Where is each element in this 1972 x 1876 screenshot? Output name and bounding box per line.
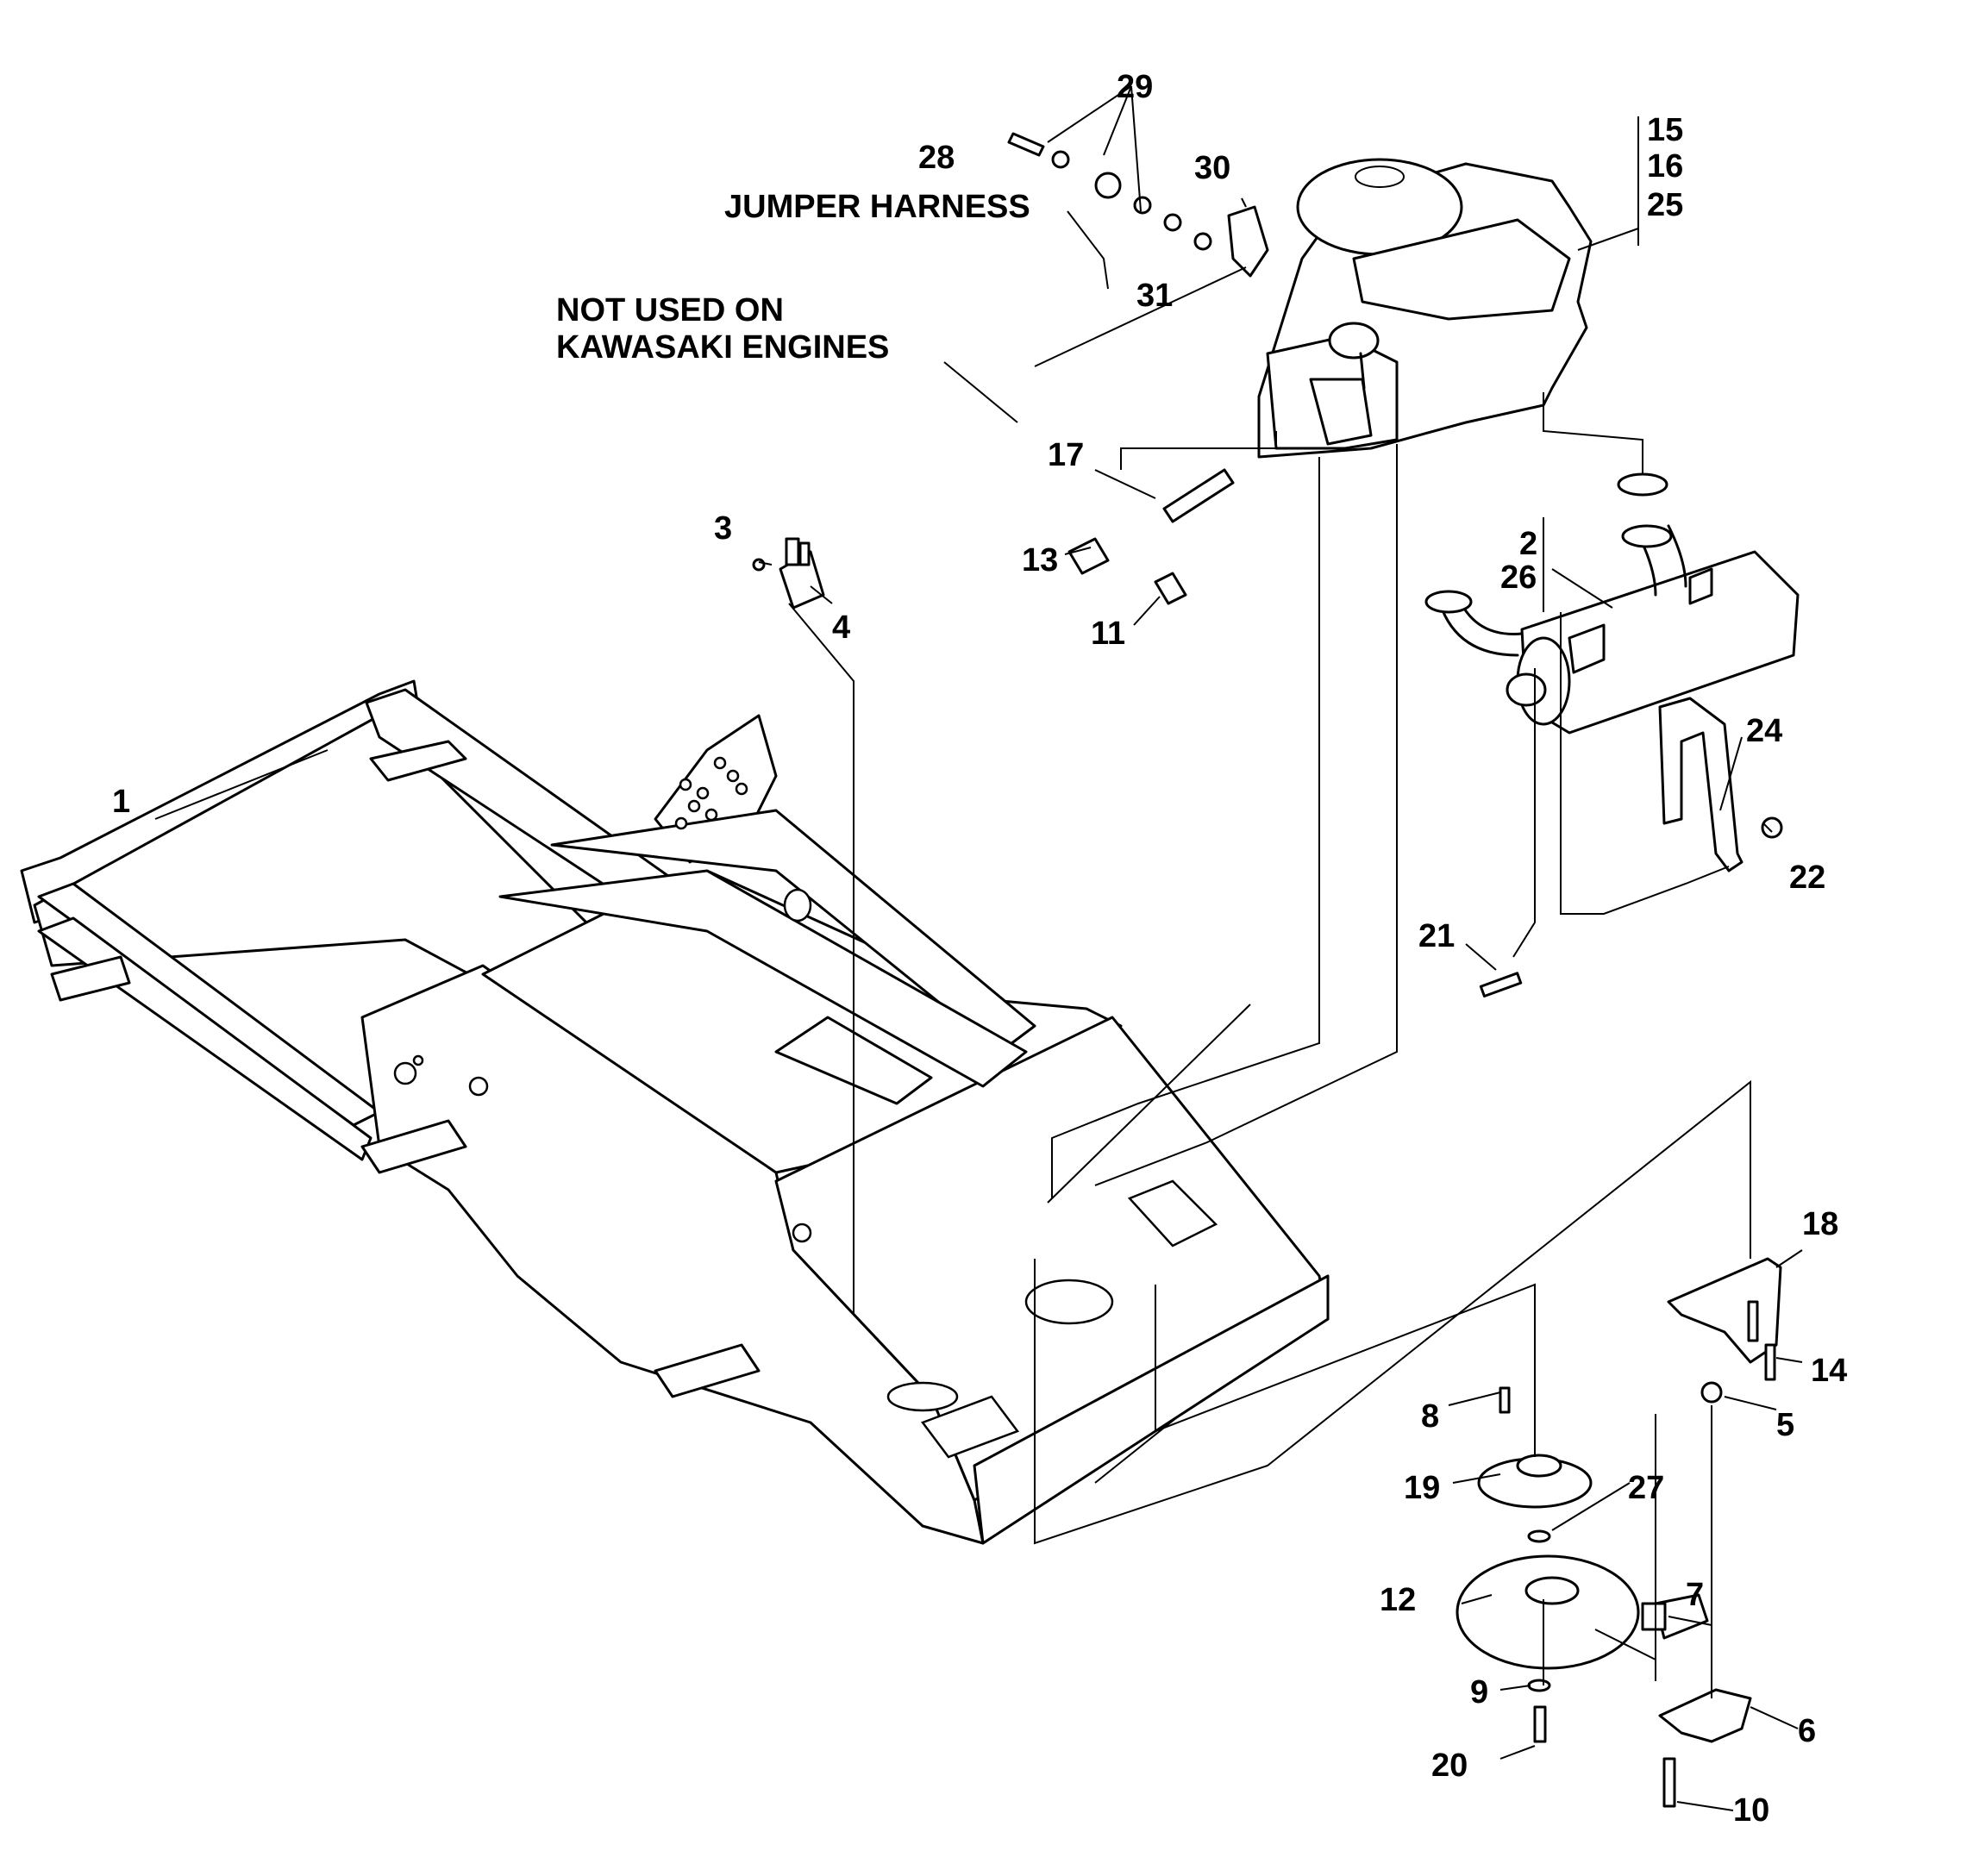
callout-17: 17 (1048, 437, 1084, 473)
callout-numbers: 1 2 26 3 4 5 6 7 8 9 10 11 12 13 14 15 1… (112, 69, 1847, 1829)
callout-14: 14 (1811, 1353, 1847, 1389)
callout-19: 19 (1404, 1470, 1440, 1506)
fuel-line-parts (1067, 468, 1235, 605)
callout-12: 12 (1380, 1582, 1416, 1618)
callout-1: 1 (112, 784, 130, 820)
callout-7: 7 (1686, 1577, 1704, 1613)
clutch-assembly (1456, 1257, 1782, 1808)
callout-31: 31 (1136, 278, 1173, 314)
callout-4: 4 (832, 610, 850, 646)
callout-27: 27 (1628, 1470, 1664, 1506)
callout-16: 16 (1647, 148, 1683, 184)
callout-2: 2 (1519, 526, 1537, 562)
callout-8: 8 (1421, 1398, 1439, 1435)
callout-21: 21 (1418, 918, 1455, 954)
leader-lines (154, 85, 1803, 1811)
callout-10: 10 (1733, 1792, 1769, 1829)
callout-25: 25 (1647, 187, 1683, 223)
callout-30: 30 (1194, 150, 1230, 186)
frame-assembly (20, 679, 1330, 1545)
not-used-note-line2: KAWASAKI ENGINES (556, 329, 889, 366)
callout-28: 28 (918, 140, 955, 176)
jumper-harness-note: JUMPER HARNESS (724, 189, 1030, 225)
callout-24: 24 (1746, 713, 1782, 749)
callout-3: 3 (714, 510, 732, 547)
callout-18: 18 (1802, 1206, 1838, 1242)
muffler (1424, 472, 1800, 735)
muffler-bracket (1658, 697, 1743, 872)
callout-20: 20 (1431, 1748, 1468, 1784)
jumper-hardware (1007, 132, 1212, 251)
nut-22 (1761, 816, 1783, 839)
callout-15: 15 (1647, 112, 1683, 148)
engine (1227, 158, 1593, 459)
callout-22: 22 (1789, 860, 1825, 896)
callout-9: 9 (1470, 1674, 1488, 1710)
callout-26: 26 (1500, 560, 1537, 596)
callout-6: 6 (1798, 1713, 1816, 1749)
not-used-note-line1: NOT USED ON (556, 292, 784, 328)
callout-11: 11 (1091, 616, 1125, 652)
callout-29: 29 (1117, 69, 1153, 105)
bolt-21 (1479, 972, 1523, 998)
seat-switch (752, 537, 825, 610)
callout-5: 5 (1776, 1407, 1794, 1443)
callout-13: 13 (1022, 542, 1058, 578)
